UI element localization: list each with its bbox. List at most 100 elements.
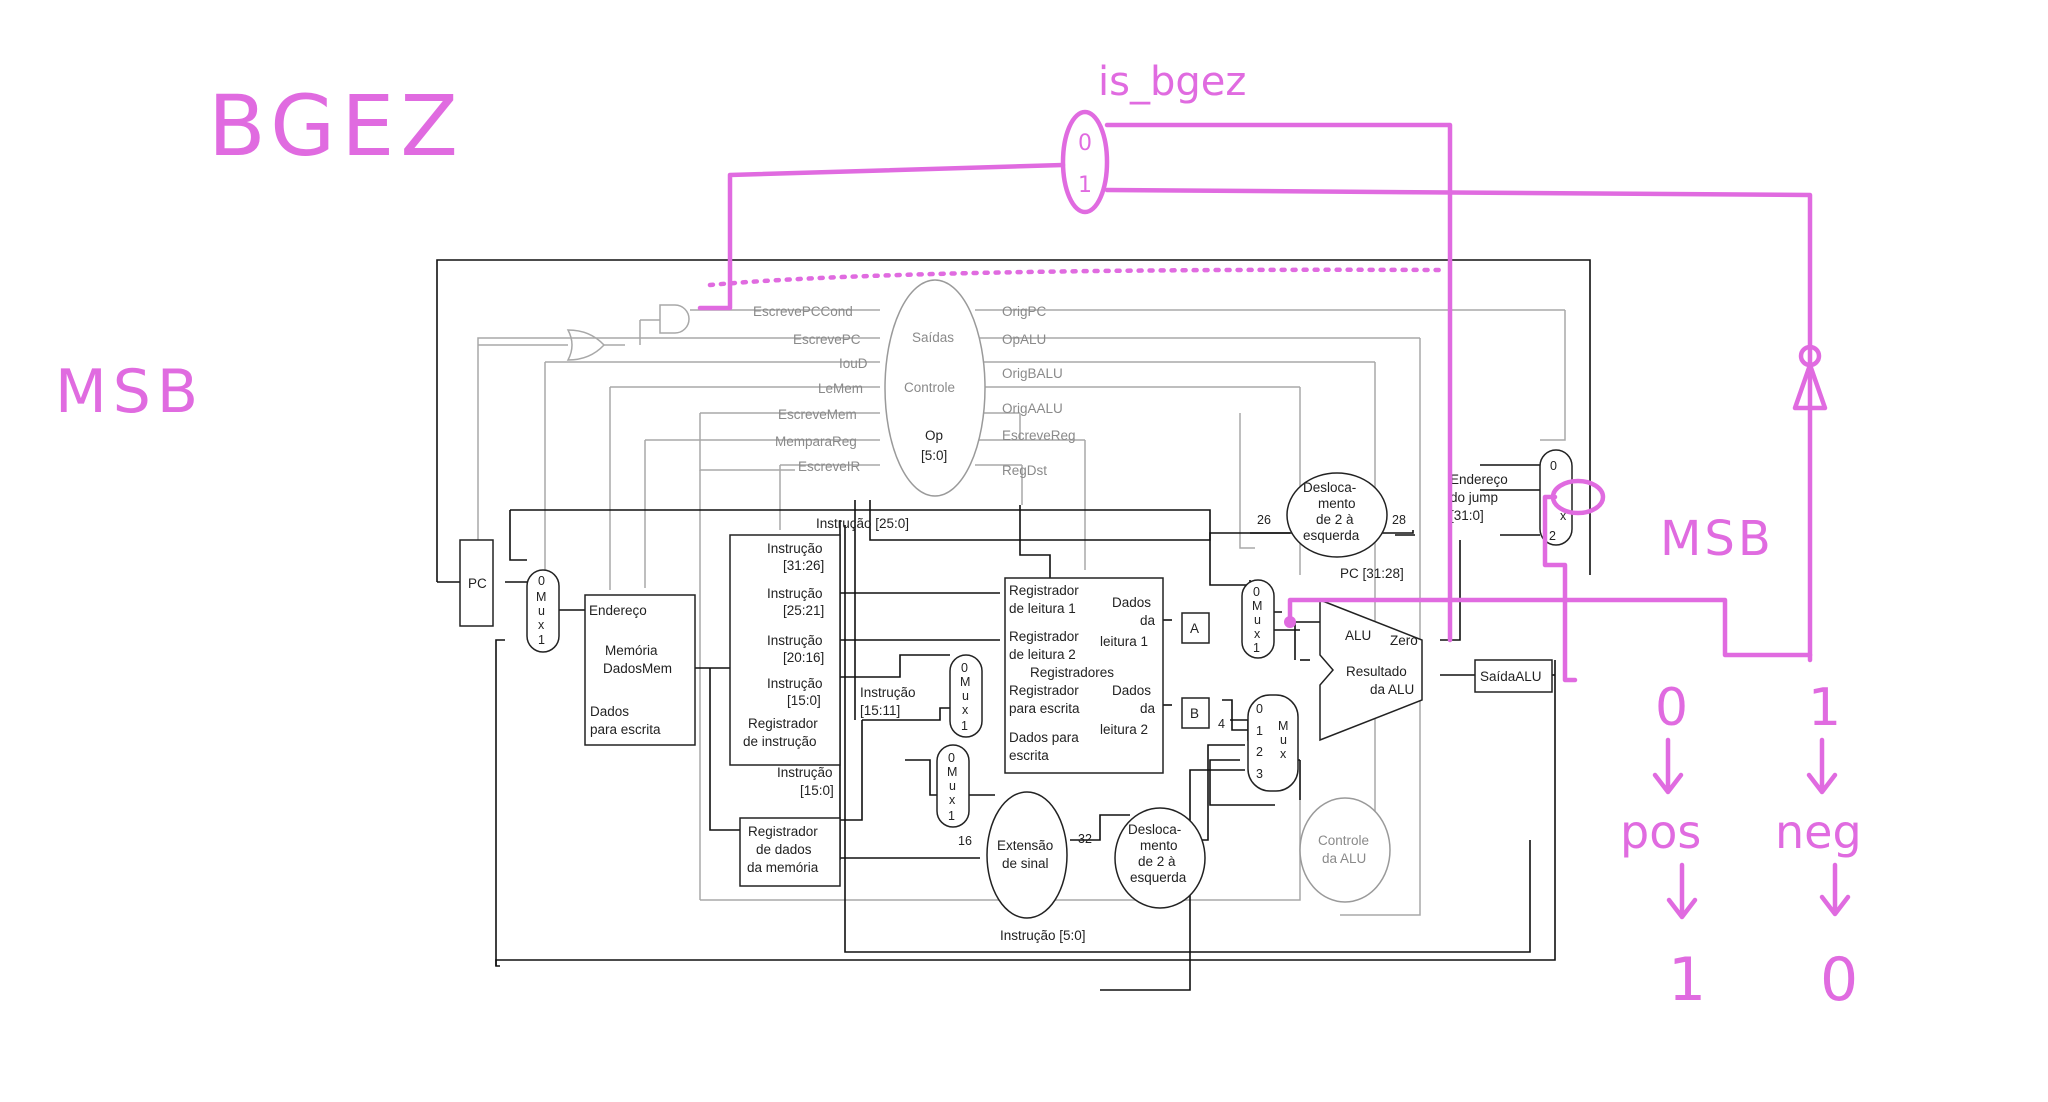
- svg-text:u: u: [962, 689, 969, 703]
- pc-register: PC: [459, 539, 494, 627]
- svg-text:Instrução: Instrução: [767, 633, 823, 648]
- svg-text:0: 0: [1253, 585, 1260, 599]
- svg-text:EscreveReg: EscreveReg: [1002, 428, 1076, 443]
- msb-right-label: MSB: [1660, 511, 1774, 567]
- svg-text:A: A: [1190, 621, 1199, 636]
- svg-text:Registradores: Registradores: [1030, 665, 1114, 680]
- svg-text:de 2 à: de 2 à: [1138, 854, 1176, 869]
- sign-extend: Extensão de sinal: [986, 791, 1068, 919]
- svg-text:da ALU: da ALU: [1322, 851, 1366, 866]
- datapath-wires: [437, 464, 1555, 991]
- ir-low-label-2: [15:0]: [800, 783, 834, 798]
- svg-text:Zero: Zero: [1390, 633, 1418, 648]
- svg-text:de leitura 2: de leitura 2: [1009, 647, 1076, 662]
- case-0-label: 0: [1655, 678, 1688, 738]
- svg-text:x: x: [962, 703, 969, 717]
- instr-15-11-label-2: [15:11]: [860, 703, 900, 718]
- svg-text:OpALU: OpALU: [1002, 332, 1046, 347]
- svg-text:u: u: [538, 604, 545, 618]
- svg-text:x: x: [1560, 509, 1567, 523]
- svg-text:RegDst: RegDst: [1002, 463, 1047, 478]
- svg-text:leitura 2: leitura 2: [1100, 722, 1148, 737]
- mux-alu-b: 0 1 2 3 M u x: [1247, 694, 1299, 792]
- svg-text:M: M: [1252, 599, 1262, 613]
- svg-text:0: 0: [1078, 131, 1092, 156]
- svg-text:Instrução: Instrução: [767, 586, 823, 601]
- svg-text:Endereço: Endereço: [1450, 472, 1508, 487]
- and-gate: [639, 304, 690, 345]
- mux-memtoreg: 0 M u x 1: [936, 744, 970, 828]
- inverter-icon: [1792, 362, 1828, 411]
- mux-regdst: 0 M u x 1: [949, 654, 983, 738]
- svg-text:u: u: [1254, 613, 1261, 627]
- memory-data-register: Registrador de dados da memória: [739, 817, 841, 887]
- svg-text:OrigBALU: OrigBALU: [1002, 366, 1063, 381]
- svg-text:da: da: [1140, 613, 1156, 628]
- shift-left-bottom: Desloca- mento de 2 à esquerda: [1114, 807, 1206, 909]
- svg-text:1: 1: [1253, 641, 1260, 655]
- svg-text:1: 1: [1256, 724, 1263, 738]
- register-a: A: [1181, 612, 1210, 644]
- svg-text:x: x: [538, 618, 545, 632]
- svg-text:x: x: [949, 793, 956, 807]
- arrow-down-icon: [1819, 862, 1851, 917]
- arrow-down-icon: [1806, 737, 1838, 795]
- control-signals-right: OrigPC OpALU OrigBALU OrigAALU EscreveRe…: [1002, 304, 1076, 478]
- is-bgez-label: is_bgez: [1098, 59, 1246, 105]
- pos-label: pos: [1620, 805, 1701, 859]
- wire-4-label: 4: [1218, 717, 1225, 731]
- svg-text:1: 1: [948, 809, 955, 823]
- svg-text:ALU: ALU: [1345, 628, 1371, 643]
- case-1-label: 1: [1808, 678, 1841, 738]
- msb-left-label: MSB: [55, 357, 204, 427]
- svg-text:SaídaALU: SaídaALU: [1480, 669, 1542, 684]
- msb-source-wire: [1287, 597, 1813, 658]
- svg-text:M: M: [536, 590, 546, 604]
- shift-left-top: Desloca- mento de 2 à esquerda: [1286, 472, 1388, 558]
- svg-text:Resultado: Resultado: [1346, 664, 1407, 679]
- svg-text:esquerda: esquerda: [1130, 870, 1187, 885]
- control-wires: [477, 309, 1566, 916]
- svg-text:de 2 à: de 2 à: [1316, 512, 1354, 527]
- svg-text:[31:26]: [31:26]: [783, 558, 824, 573]
- svg-text:LeMem: LeMem: [818, 381, 863, 396]
- svg-text:DadosMem: DadosMem: [603, 661, 672, 676]
- hatched-wire: [707, 267, 1443, 288]
- svg-text:[15:0]: [15:0]: [787, 693, 821, 708]
- instr-25-0-label: Instrução [25:0]: [816, 516, 909, 531]
- wire-26-label: 26: [1257, 513, 1271, 527]
- address-label: Endereço: [589, 603, 647, 618]
- svg-text:da memória: da memória: [747, 860, 819, 875]
- svg-text:para escrita: para escrita: [590, 722, 661, 737]
- svg-text:Dados: Dados: [1112, 683, 1151, 698]
- svg-text:EscrevePC: EscrevePC: [793, 332, 861, 347]
- svg-text:Registrador: Registrador: [1009, 629, 1079, 644]
- svg-text:[5:0]: [5:0]: [921, 448, 947, 463]
- or-gate: [478, 329, 625, 361]
- arrow-down-icon: [1666, 862, 1698, 920]
- svg-text:esquerda: esquerda: [1303, 528, 1360, 543]
- instr-15-11-label-1: Instrução: [860, 685, 916, 700]
- wire-28-label: 28: [1392, 513, 1406, 527]
- memory-block: Endereço Memória DadosMem Dados para esc…: [584, 594, 696, 746]
- svg-text:de instrução: de instrução: [743, 734, 817, 749]
- control-signals-left: EscrevePCCond EscrevePC IouD LeMem Escre…: [753, 304, 868, 474]
- svg-text:de leitura 1: de leitura 1: [1009, 601, 1076, 616]
- svg-text:IouD: IouD: [839, 356, 868, 371]
- svg-text:0: 0: [1550, 459, 1557, 473]
- svg-text:Instrução: Instrução: [767, 676, 823, 691]
- ir-low-label-1: Instrução: [777, 765, 833, 780]
- svg-text:0: 0: [538, 574, 545, 588]
- is-bgez-mux: [1060, 109, 1110, 215]
- svg-text:0: 0: [1256, 702, 1263, 716]
- svg-text:EscreveIR: EscreveIR: [798, 459, 861, 474]
- alu-control: Controle da ALU: [1299, 797, 1391, 903]
- svg-text:Desloca-: Desloca-: [1303, 480, 1356, 495]
- svg-text:EscrevePCCond: EscrevePCCond: [753, 304, 853, 319]
- svg-text:MemparaReg: MemparaReg: [775, 434, 857, 449]
- svg-text:0: 0: [948, 751, 955, 765]
- neg-label: neg: [1775, 805, 1862, 859]
- svg-text:Op: Op: [925, 428, 943, 443]
- arrow-down-icon: [1652, 737, 1684, 795]
